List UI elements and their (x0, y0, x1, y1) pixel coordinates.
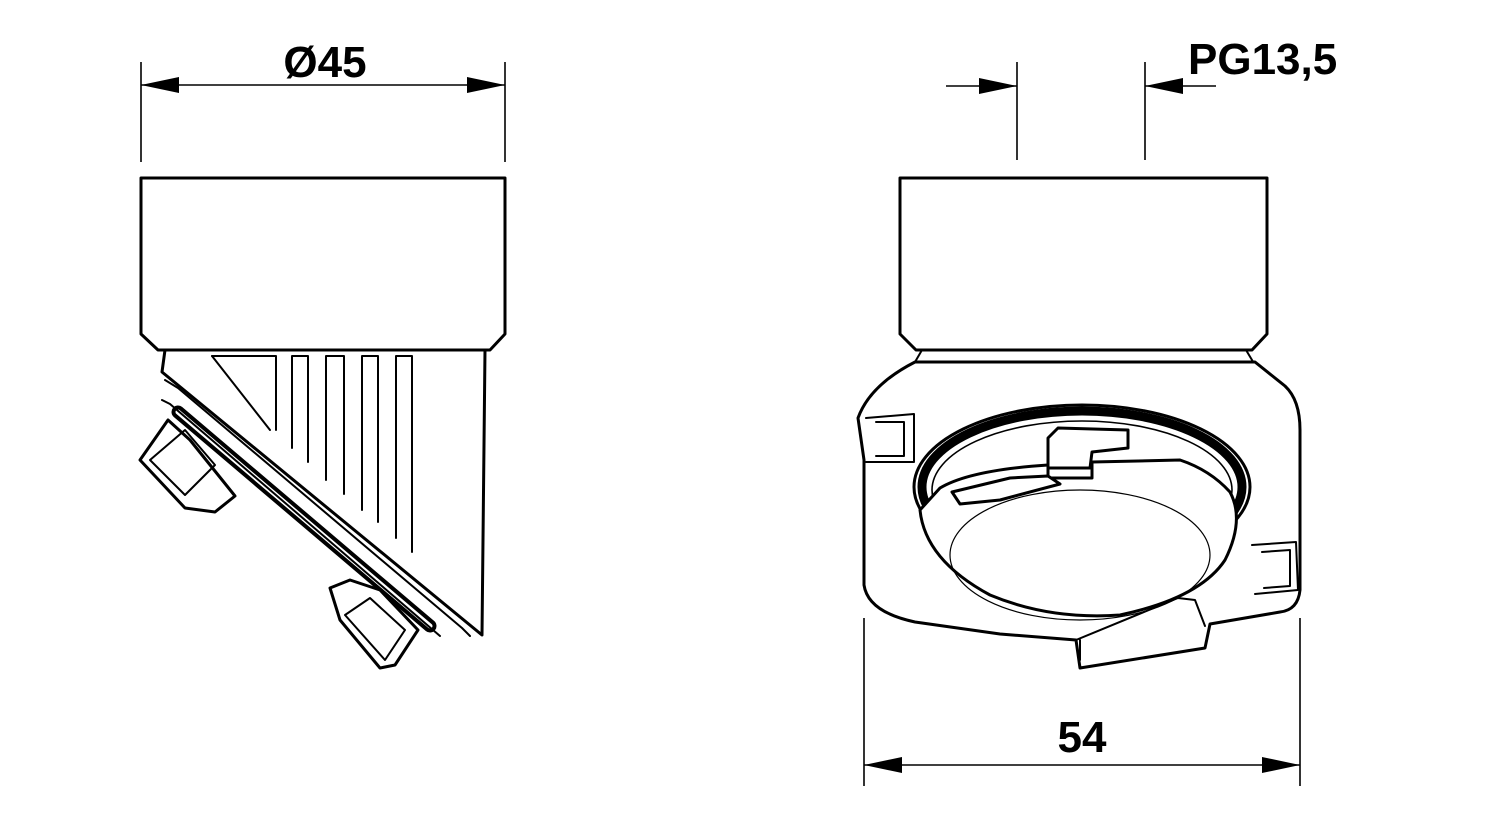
left-side-view: Ø45 (138, 38, 507, 670)
cap-body-front (898, 176, 1269, 352)
housing-ribs (211, 355, 413, 553)
cap-body (139, 176, 507, 352)
threaded-nut-upper (138, 418, 237, 514)
dimension-diameter-label: Ø45 (283, 38, 366, 87)
threaded-nut-lower (328, 578, 420, 670)
dimension-width-label: 54 (1058, 713, 1107, 762)
right-front-view: PG13,5 (856, 35, 1337, 786)
top-tab (1046, 426, 1130, 470)
left-tab (950, 474, 1062, 506)
wedge-housing (160, 348, 487, 637)
inner-bore (949, 489, 1211, 621)
dimension-thread-label: PG13,5 (1188, 35, 1337, 84)
flange-plate (161, 379, 471, 637)
lower-tab (1075, 597, 1206, 661)
dimension-diameter: Ø45 (140, 38, 506, 162)
left-clip (865, 413, 915, 463)
dimension-width: 54 (863, 618, 1301, 786)
dimension-thread: PG13,5 (946, 35, 1337, 160)
right-clip (1251, 541, 1299, 595)
